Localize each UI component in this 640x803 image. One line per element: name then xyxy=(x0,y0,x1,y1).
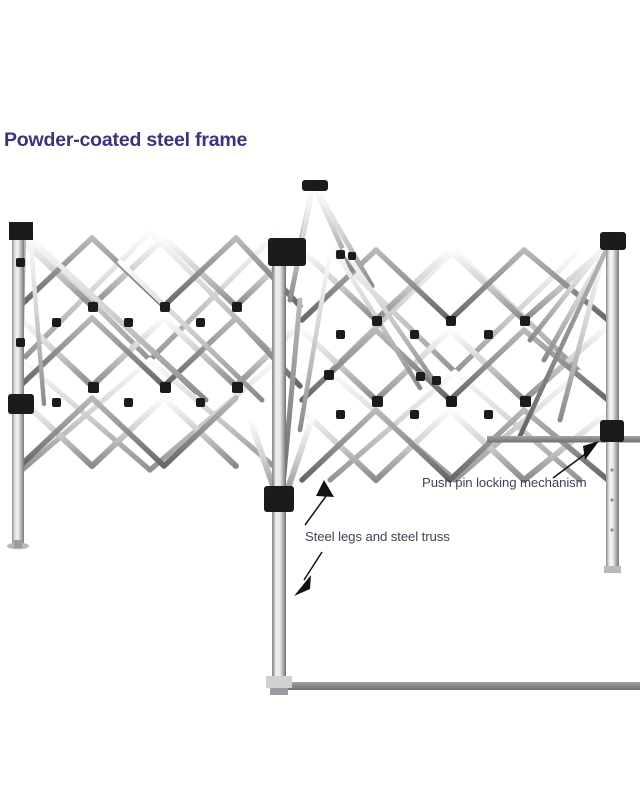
callout-label-steel-legs: Steel legs and steel truss xyxy=(305,529,450,544)
center-leg xyxy=(266,244,292,695)
apex-cap xyxy=(302,180,328,191)
arrow-push-pin xyxy=(552,441,599,479)
left-corner-cap xyxy=(9,222,33,240)
center-top-connector xyxy=(268,238,306,266)
left-corner-leg xyxy=(7,226,29,550)
page-title: Powder-coated steel frame xyxy=(4,129,248,151)
truss-right-span xyxy=(287,187,611,483)
center-leg-collar xyxy=(264,486,294,512)
frame-joints xyxy=(8,180,626,512)
push-pin-collar xyxy=(600,420,624,442)
left-leg-collar xyxy=(8,394,34,414)
truss-left-span xyxy=(17,229,303,469)
right-corner-cap xyxy=(600,232,626,250)
annotation-arrows xyxy=(294,441,599,596)
callout-label-push-pin: Push pin locking mechanism xyxy=(422,475,587,490)
lower-horizontal-bar xyxy=(277,682,640,690)
upper-horizontal-bar xyxy=(487,436,640,443)
arrow-truss-upper xyxy=(304,480,334,526)
right-corner-leg xyxy=(604,240,621,573)
arrow-truss-lower xyxy=(294,551,323,596)
